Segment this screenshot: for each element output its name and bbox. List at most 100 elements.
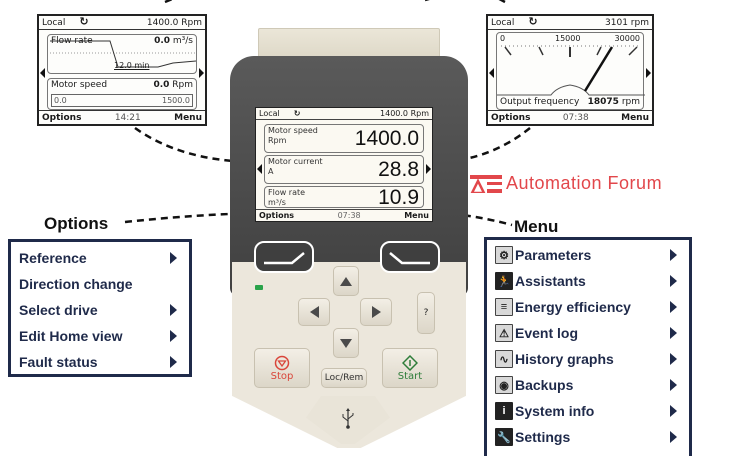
gauge-value: 18075 [587, 97, 619, 107]
menu-item-label: Edit Home view [19, 328, 123, 344]
clock: 07:38 [562, 112, 589, 123]
left-arrow-icon [489, 68, 494, 78]
options-softkey-label: Options [42, 112, 82, 123]
bar-min: 0.0 [54, 96, 67, 105]
status-bar: Local↻ 1400.0 Rpm [256, 108, 432, 120]
left-softkey-button[interactable] [254, 241, 314, 273]
left-arrow-icon [40, 68, 45, 78]
up-arrow-button[interactable] [333, 266, 359, 296]
main-menu: ⚙Parameters 🏃Assistants ≡Energy efficien… [484, 237, 692, 456]
menu-item-label: Direction change [19, 276, 133, 292]
bar-tile: Motor speed 0.0 Rpm 0.0 1500.0 [47, 78, 197, 110]
chevron-right-icon [670, 405, 677, 417]
rotate-cw-icon: ↻ [293, 109, 301, 118]
tile-unit: m³/s [268, 198, 286, 207]
menu-item-event-log[interactable]: ⚠Event log [487, 320, 689, 346]
bar-unit: Rpm [172, 80, 193, 90]
chevron-right-icon [670, 327, 677, 339]
menu-softkey-label: Menu [404, 211, 429, 220]
menu-item-settings[interactable]: 🔧Settings [487, 424, 689, 450]
callout-gauge-screen: Local↻ 3101 rpm 0 15000 30000 Output fre… [486, 14, 654, 126]
down-arrow-button[interactable] [333, 328, 359, 358]
right-softkey-button[interactable] [380, 241, 440, 273]
backups-icon: ◉ [495, 376, 513, 394]
reference-value: 1400.0 Rpm [380, 109, 429, 118]
right-arrow-icon [426, 164, 431, 174]
menu-item-label: Energy efficiency [515, 299, 631, 315]
loc-rem-button[interactable]: Loc/Rem [321, 368, 367, 388]
options-item-fault-status[interactable]: Fault status [11, 349, 189, 375]
gauge-tick-0: 0 [500, 34, 506, 43]
trend-graph [50, 40, 197, 68]
gauge-tick-max: 30000 [614, 34, 640, 43]
menu-softkey-label: Menu [174, 112, 202, 123]
up-arrow-icon [340, 276, 352, 286]
trend-time-label: 12.0 min [114, 61, 150, 70]
menu-item-label: Assistants [515, 273, 586, 289]
chevron-right-icon [670, 353, 677, 365]
stop-button[interactable]: Stop [254, 348, 310, 388]
gauge-label: Output frequency [500, 97, 580, 107]
tile-value: 10.9 [378, 186, 419, 209]
menu-item-history-graphs[interactable]: ∿History graphs [487, 346, 689, 372]
menu-item-label: History graphs [515, 351, 614, 367]
softkey-right-glyph [389, 252, 430, 265]
options-menu: Reference Direction change Select drive … [8, 239, 192, 377]
help-button[interactable]: ? [417, 292, 435, 334]
history-graphs-icon: ∿ [495, 350, 513, 368]
tile-label: Flow rate [268, 188, 306, 197]
start-icon [402, 354, 418, 371]
callout-trend-screen: Local↻ 1400.0 Rpm Flow rate 0.0 m³/s 12.… [37, 14, 207, 126]
left-arrow-button[interactable] [298, 298, 330, 326]
options-title: Options [44, 214, 109, 233]
right-arrow-icon [199, 68, 204, 78]
options-softkey-label: Options [259, 211, 295, 220]
bar-range: 0.0 1500.0 [51, 94, 193, 107]
tile-label: Motor speed [268, 126, 318, 135]
gauge-unit: rpm [621, 97, 640, 107]
right-arrow-icon [371, 306, 381, 318]
tile-unit: A [268, 167, 274, 176]
menu-item-label: Settings [515, 429, 571, 445]
left-arrow-icon [309, 306, 319, 318]
loc-rem-label: Loc/Rem [324, 373, 364, 383]
clock: 07:38 [337, 211, 361, 220]
gauge-tick-mid: 15000 [555, 34, 581, 43]
rotate-cw-icon: ↻ [528, 15, 538, 28]
menu-title: Menu [514, 217, 559, 236]
logo-text: Automation Forum [506, 173, 663, 193]
clock: 14:21 [114, 112, 141, 123]
stop-label: Stop [270, 370, 294, 382]
start-label: Start [397, 370, 423, 382]
menu-item-label: Fault status [19, 354, 98, 370]
down-arrow-icon [340, 338, 352, 348]
menu-item-label: Reference [19, 250, 87, 266]
gauge-dial [497, 45, 645, 96]
right-arrow-button[interactable] [360, 298, 392, 326]
menu-item-parameters[interactable]: ⚙Parameters [487, 242, 689, 268]
left-arrow-icon [257, 164, 262, 174]
chevron-right-icon [670, 431, 677, 443]
menu-item-energy-efficiency[interactable]: ≡Energy efficiency [487, 294, 689, 320]
menu-item-assistants[interactable]: 🏃Assistants [487, 268, 689, 294]
options-item-reference[interactable]: Reference [11, 245, 189, 271]
menu-item-label: Select drive [19, 302, 98, 318]
options-item-select-drive[interactable]: Select drive [11, 297, 189, 323]
tile-value: 28.8 [378, 158, 419, 181]
trend-value: 0.0 [154, 36, 171, 46]
usb-icon [342, 408, 354, 429]
chevron-right-icon [670, 249, 677, 261]
options-item-direction-change[interactable]: Direction change [11, 271, 189, 297]
start-button[interactable]: Start [382, 348, 438, 388]
softkey-bar: Options 07:38 Menu [256, 209, 432, 221]
menu-item-backups[interactable]: ◉Backups [487, 372, 689, 398]
chevron-right-icon [670, 301, 677, 313]
ae-logo-icon [470, 174, 502, 193]
stop-icon [274, 355, 290, 370]
options-item-edit-home-view[interactable]: Edit Home view [11, 323, 189, 349]
right-arrow-icon [646, 68, 651, 78]
